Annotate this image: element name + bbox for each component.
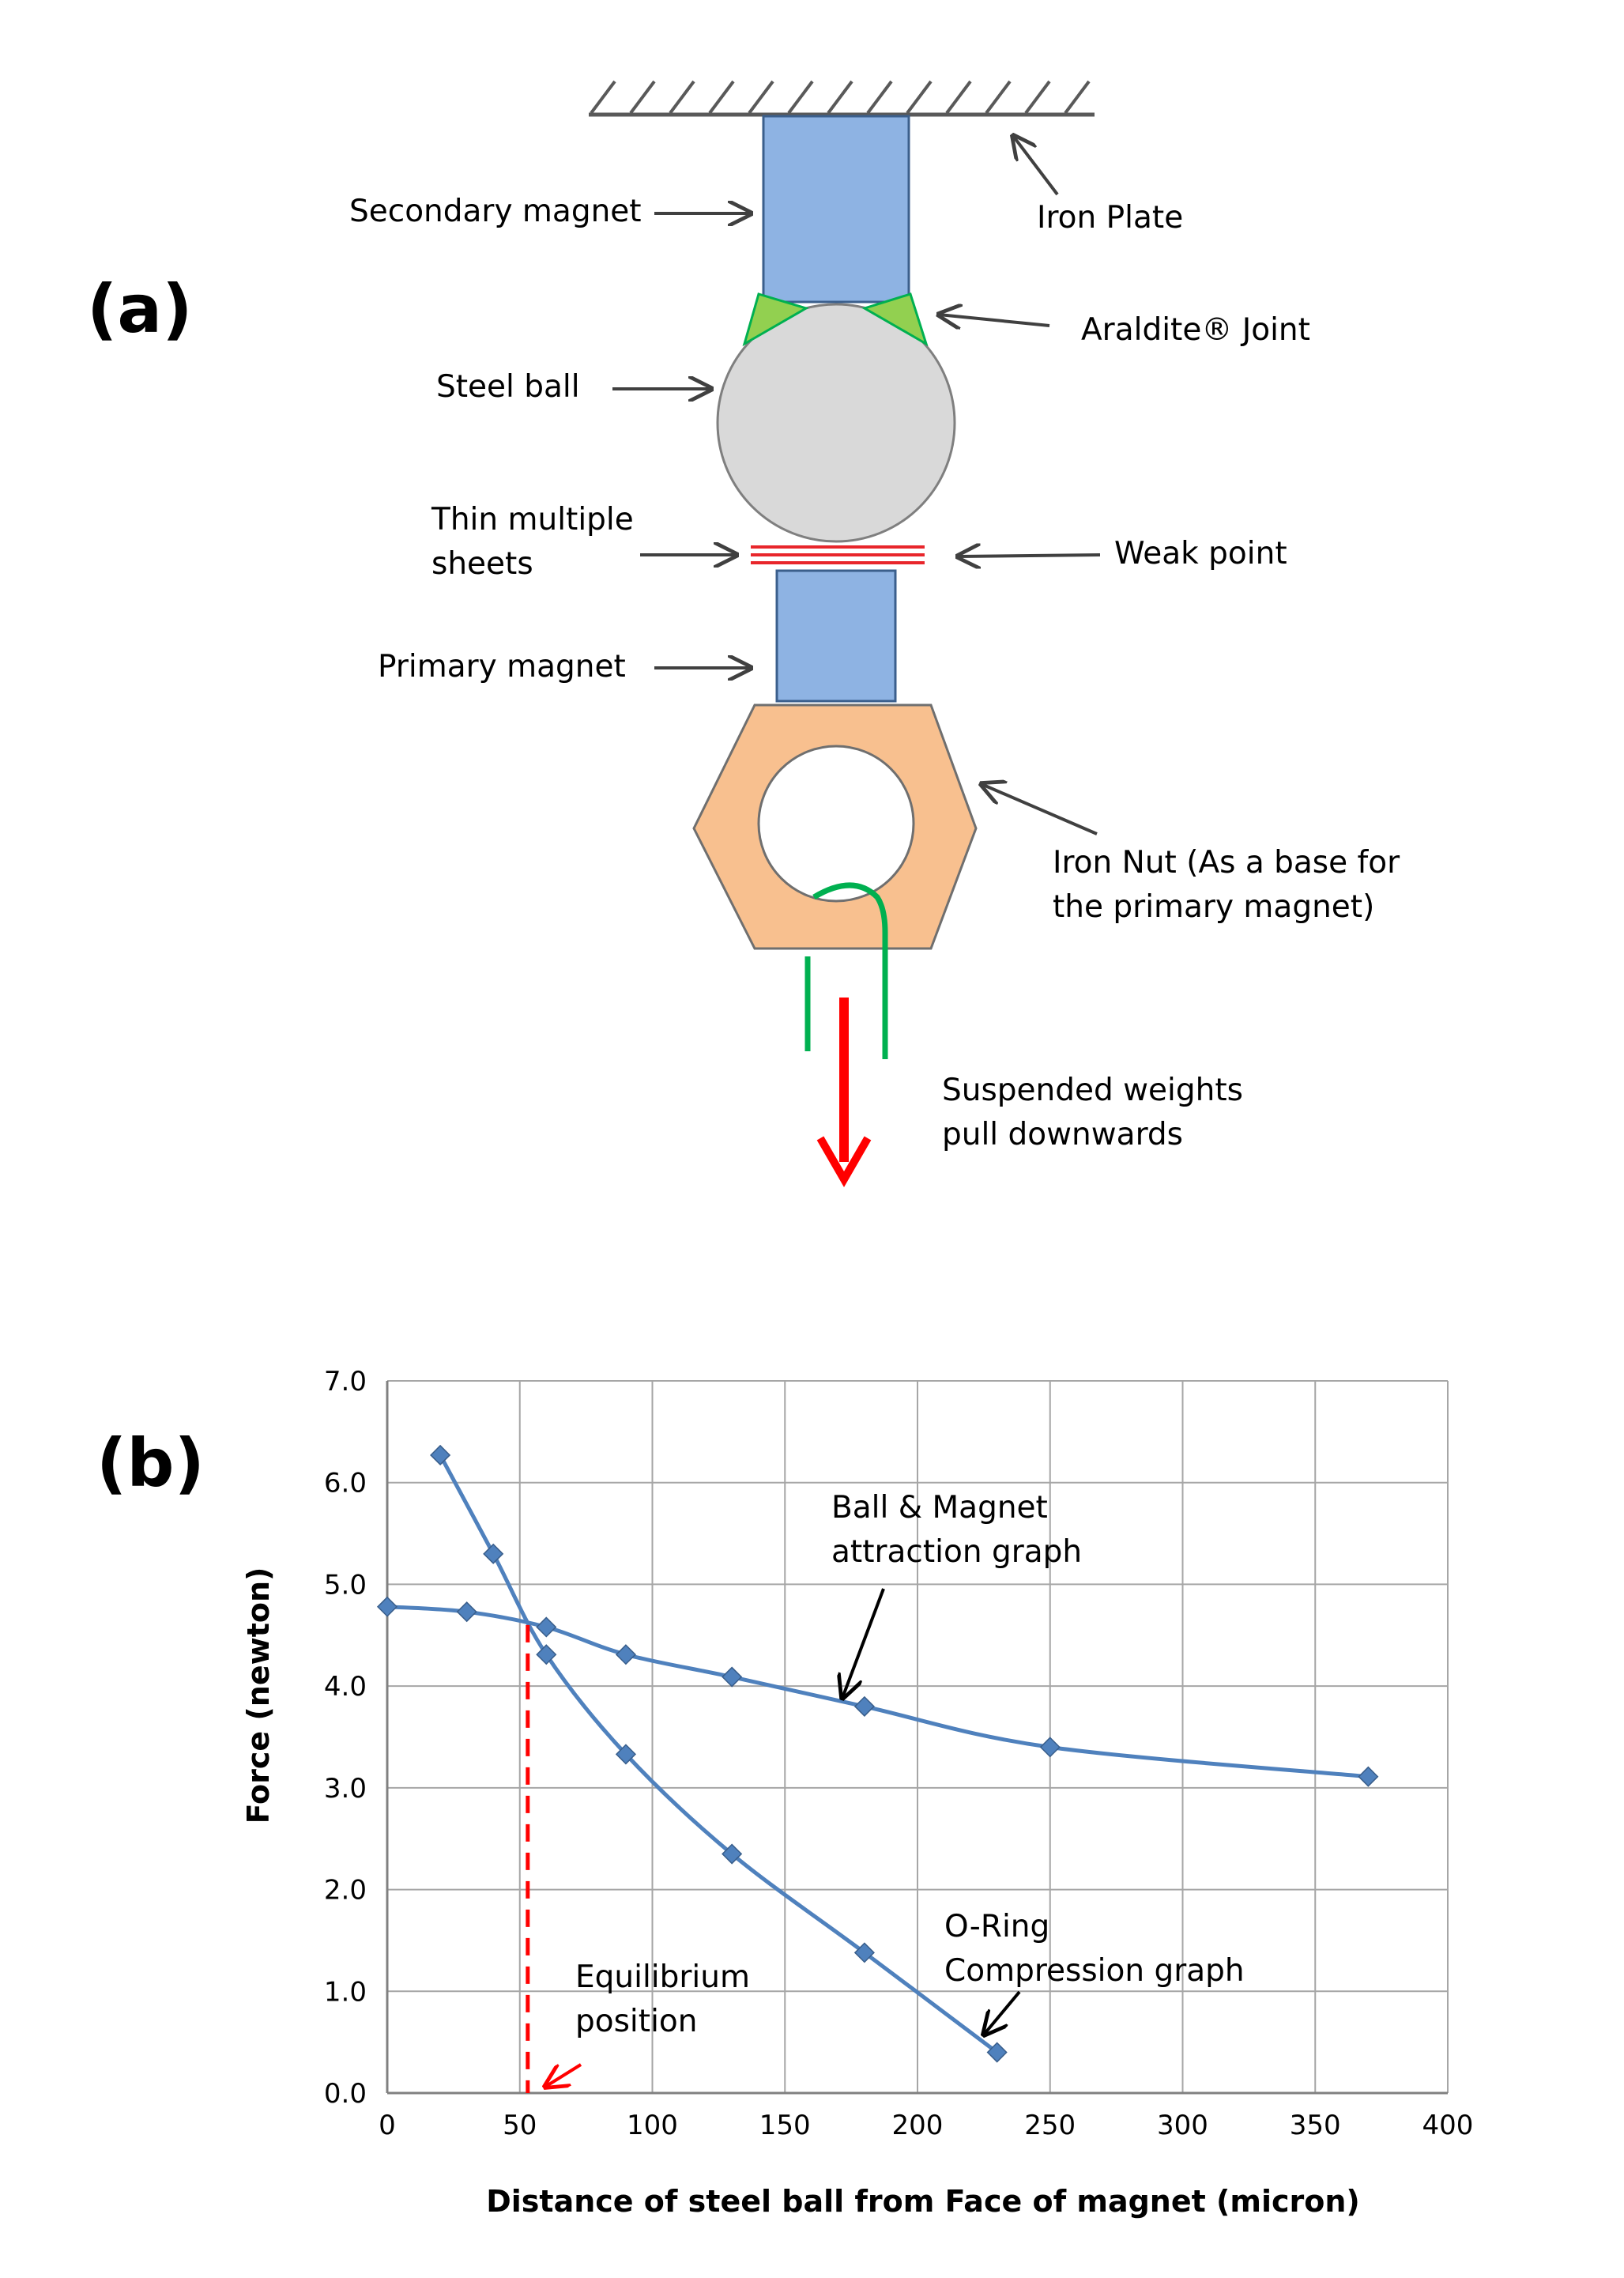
label-iron-nut-1: Iron Nut (As a base for bbox=[1053, 845, 1400, 881]
label-araldite-joint: Araldite® Joint bbox=[1081, 312, 1310, 348]
annotation-oring-2: Compression graph bbox=[944, 1953, 1245, 1989]
label-weights-2: pull downwards bbox=[942, 1117, 1183, 1152]
annotation-oring-1: O-Ring bbox=[944, 1909, 1049, 1944]
y-axis-label: Force (newton) bbox=[241, 1567, 276, 1824]
x-tick-labels: 0 50 100 150 200 250 300 350 400 bbox=[379, 2110, 1473, 2141]
annotation-attraction-2: attraction graph bbox=[831, 1534, 1082, 1570]
annotation-attraction-1: Ball & Magnet bbox=[831, 1490, 1048, 1526]
x-tick-label: 300 bbox=[1157, 2110, 1208, 2141]
label-weak-point: Weak point bbox=[1114, 536, 1287, 571]
y-tick-label: 5.0 bbox=[324, 1569, 367, 1601]
y-tick-label: 6.0 bbox=[324, 1468, 367, 1499]
thin-sheets bbox=[751, 545, 925, 564]
label-iron-plate: Iron Plate bbox=[1037, 200, 1183, 236]
label-weights-1: Suspended weights bbox=[942, 1073, 1243, 1108]
data-point-marker bbox=[853, 1695, 875, 1717]
data-point-marker bbox=[1039, 1737, 1061, 1758]
annotation-equilibrium-1: Equilibrium bbox=[575, 1959, 750, 1995]
x-tick-label: 0 bbox=[379, 2110, 396, 2141]
y-tick-label: 1.0 bbox=[324, 1976, 367, 2008]
steel-ball bbox=[716, 303, 956, 543]
annotation-arrows bbox=[545, 1588, 1021, 2087]
x-tick-label: 250 bbox=[1024, 2110, 1076, 2141]
data-point-marker bbox=[536, 1616, 557, 1638]
series-line-1 bbox=[386, 1605, 1369, 1779]
chart-series bbox=[376, 1444, 1379, 2063]
y-tick-label: 0.0 bbox=[324, 2078, 367, 2110]
y-tick-labels: 0.0 1.0 2.0 3.0 4.0 5.0 6.0 7.0 bbox=[324, 1366, 367, 2110]
x-tick-label: 100 bbox=[627, 2110, 678, 2141]
data-point-marker bbox=[376, 1596, 398, 1617]
label-thin-sheets-2: sheets bbox=[431, 546, 533, 582]
data-point-marker bbox=[483, 1543, 504, 1564]
chart-grid bbox=[386, 1380, 1449, 2095]
data-point-marker bbox=[722, 1666, 743, 1688]
label-primary-magnet: Primary magnet bbox=[378, 649, 626, 685]
x-tick-label: 150 bbox=[759, 2110, 811, 2141]
data-point-marker bbox=[853, 1942, 875, 1963]
suspension-hook bbox=[804, 882, 888, 1059]
araldite-joint-right bbox=[861, 292, 929, 347]
data-point-marker bbox=[722, 1843, 743, 1865]
data-point-marker bbox=[986, 2042, 1008, 2063]
y-tick-label: 2.0 bbox=[324, 1875, 367, 1907]
y-tick-label: 3.0 bbox=[324, 1773, 367, 1805]
y-tick-label: 4.0 bbox=[324, 1671, 367, 1703]
label-arrows bbox=[612, 136, 1101, 835]
pull-arrow bbox=[816, 998, 872, 1188]
x-axis-label: Distance of steel ball from Face of magn… bbox=[486, 2184, 1360, 2219]
data-point-marker bbox=[456, 1601, 477, 1623]
araldite-joint-left bbox=[742, 292, 809, 347]
data-point-marker bbox=[615, 1644, 637, 1665]
force-distance-chart: 0 50 100 150 200 250 300 350 400 0.0 1.0 2.0 3.0 4.0… bbox=[324, 1366, 1474, 2141]
label-secondary-magnet: Secondary magnet bbox=[349, 194, 642, 229]
data-point-marker bbox=[536, 1644, 557, 1665]
panel-b-label: (b) bbox=[96, 1424, 205, 1502]
annotation-equilibrium-2: position bbox=[575, 2004, 697, 2039]
iron-nut bbox=[692, 703, 978, 950]
data-point-marker bbox=[1358, 1766, 1379, 1787]
primary-magnet bbox=[775, 569, 897, 703]
data-point-marker bbox=[615, 1744, 637, 1765]
label-steel-ball: Steel ball bbox=[436, 369, 580, 405]
label-iron-nut-2: the primary magnet) bbox=[1053, 889, 1374, 925]
label-thin-sheets-1: Thin multiple bbox=[431, 502, 634, 537]
x-tick-label: 350 bbox=[1290, 2110, 1341, 2141]
iron-plate bbox=[589, 80, 1095, 117]
x-tick-label: 50 bbox=[503, 2110, 537, 2141]
panel-a-label: (a) bbox=[87, 270, 192, 348]
x-tick-label: 200 bbox=[892, 2110, 944, 2141]
data-point-marker bbox=[430, 1444, 451, 1466]
x-tick-label: 400 bbox=[1422, 2110, 1474, 2141]
secondary-magnet bbox=[762, 115, 910, 304]
y-tick-label: 7.0 bbox=[324, 1366, 367, 1397]
